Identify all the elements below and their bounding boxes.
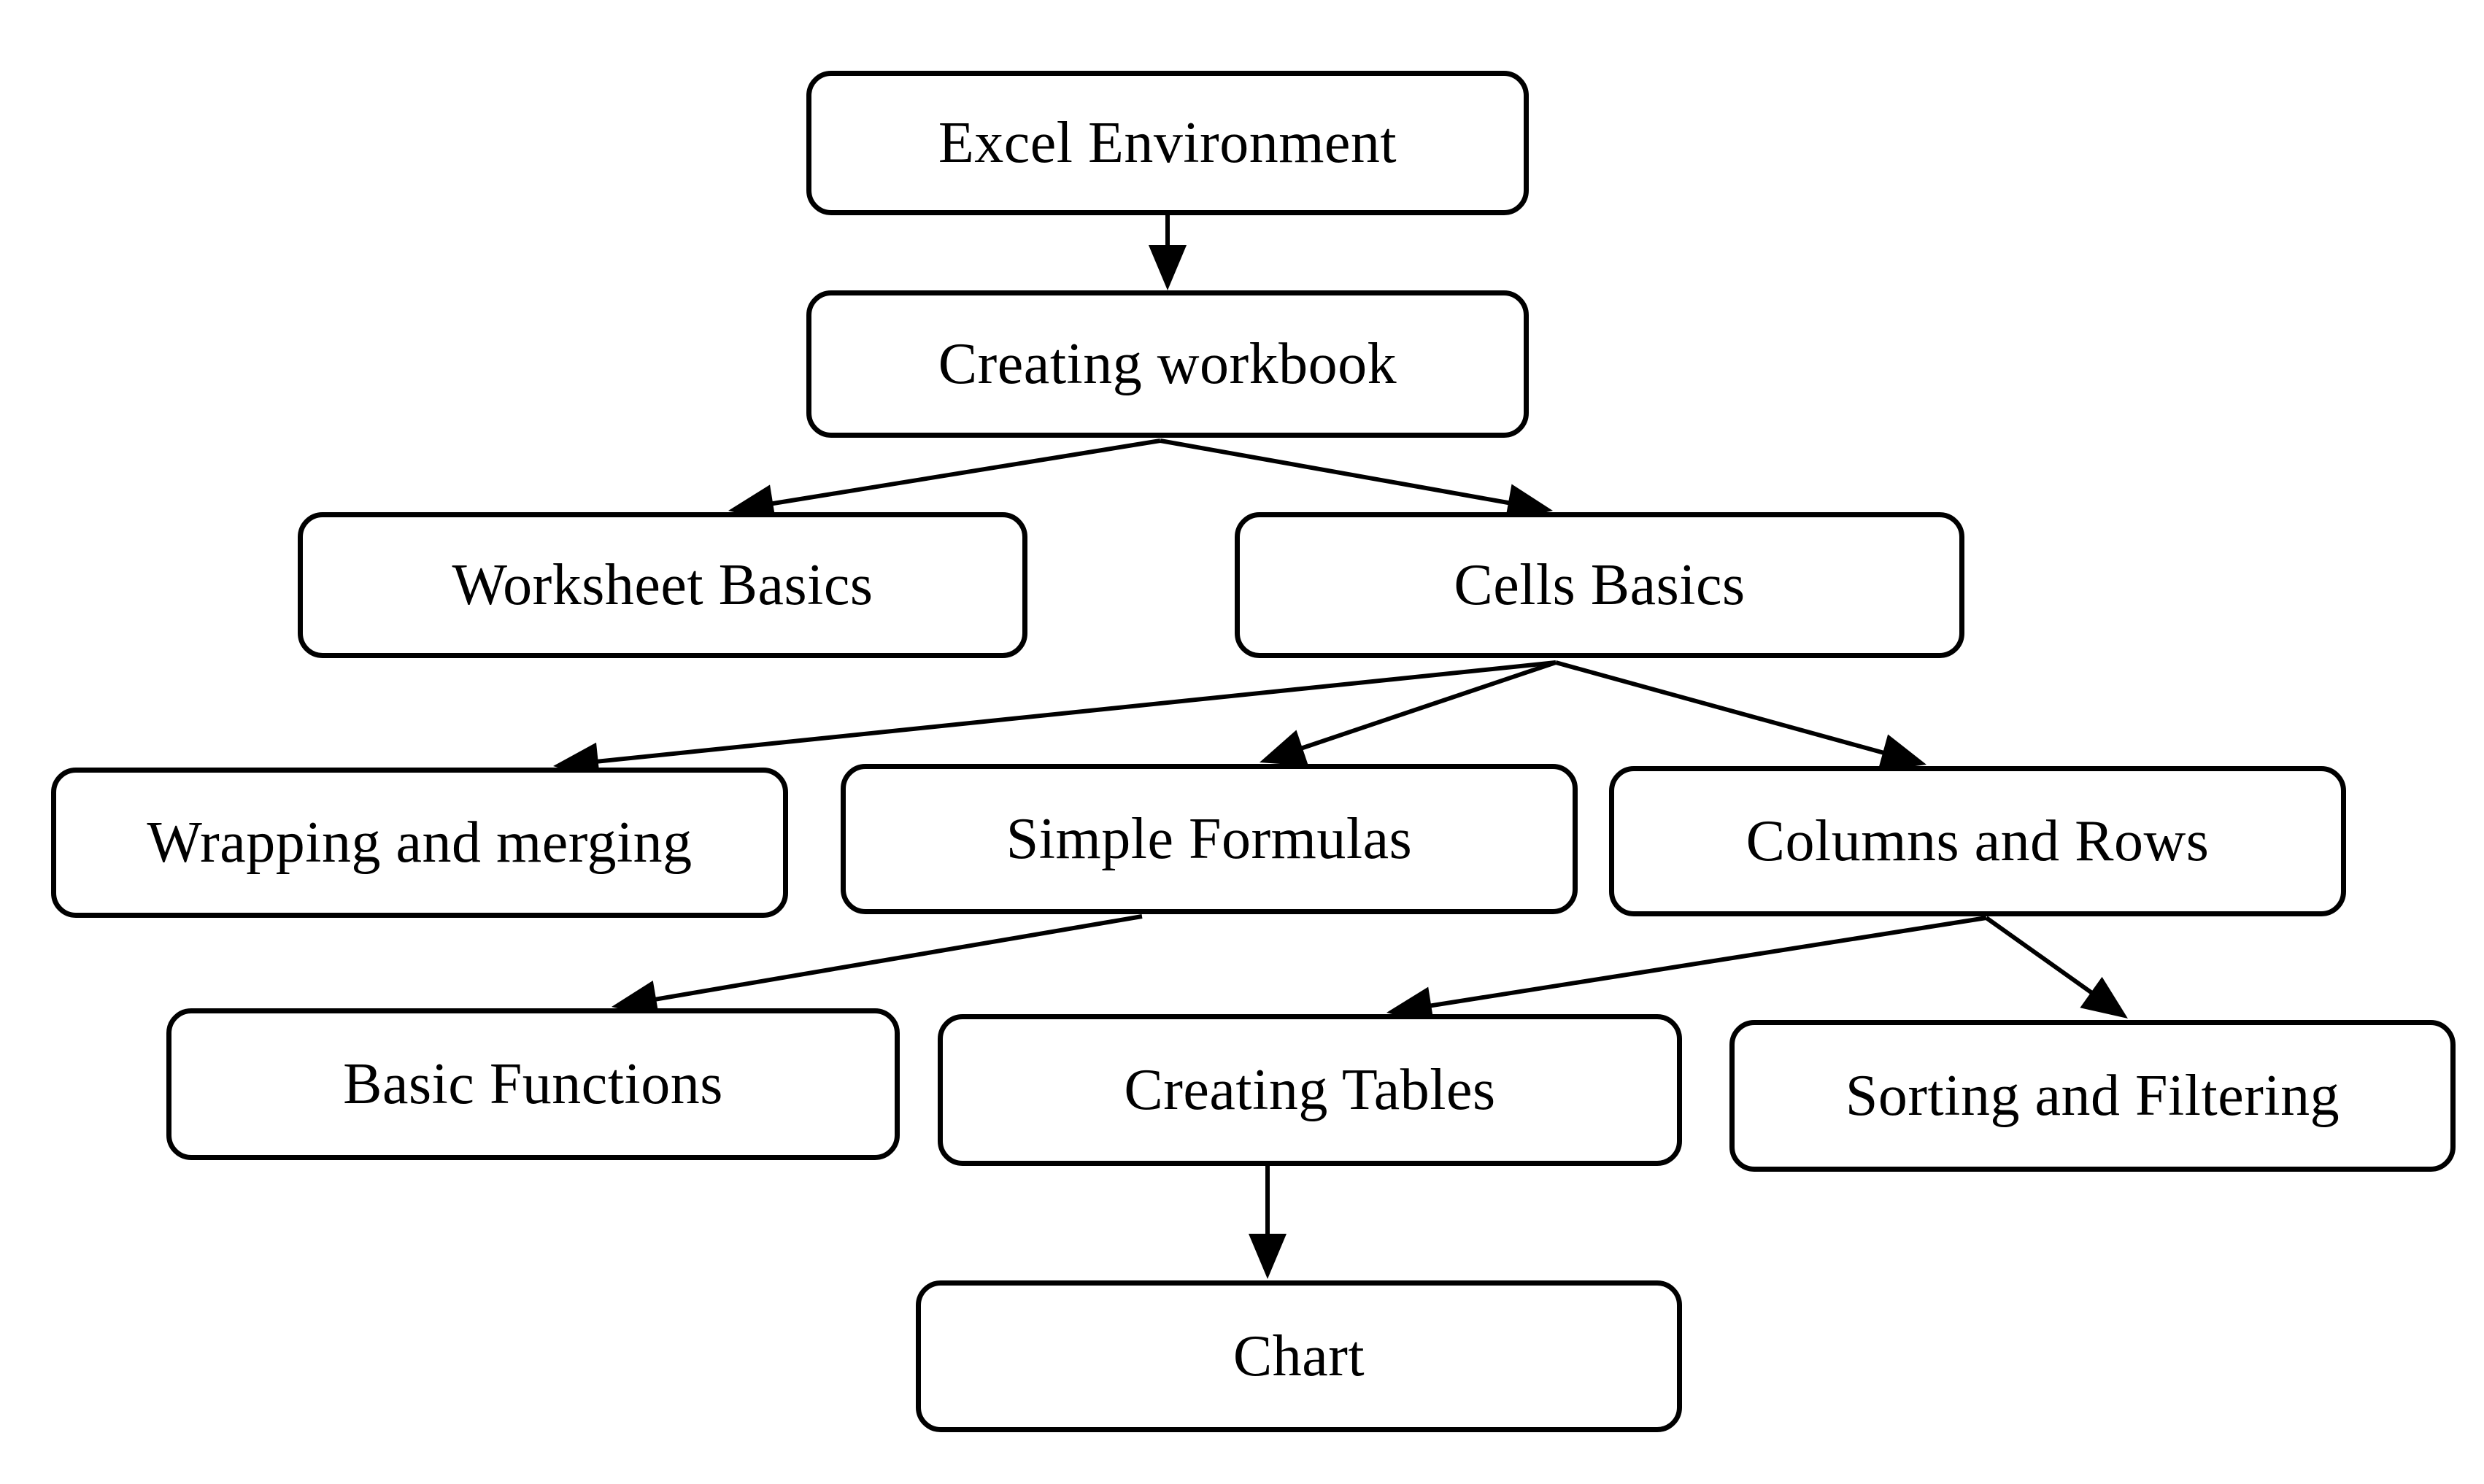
node-label: Wrapping and merging xyxy=(147,811,693,875)
edge-arrowhead-icon xyxy=(1260,730,1309,766)
edge-arrowhead-icon xyxy=(1149,245,1187,290)
node-label: Worksheet Basics xyxy=(452,553,873,617)
node-simple-formulas[interactable]: Simple Formulas xyxy=(841,764,1578,914)
edge-line xyxy=(1296,660,1557,752)
edge-line xyxy=(1985,916,2097,998)
node-sorting-and-filtering[interactable]: Sorting and Filtering xyxy=(1729,1020,2456,1172)
edge-line xyxy=(649,914,1143,1002)
node-label: Excel Environment xyxy=(938,111,1397,175)
edge-line xyxy=(1160,438,1515,506)
node-label: Creating workbook xyxy=(938,332,1397,396)
node-label: Cells Basics xyxy=(1454,553,1746,617)
node-wrapping-and-merging[interactable]: Wrapping and merging xyxy=(51,768,788,918)
edge-line xyxy=(1424,916,1987,1009)
node-label: Simple Formulas xyxy=(1006,807,1413,871)
edge-line xyxy=(1555,660,1889,757)
node-worksheet-basics[interactable]: Worksheet Basics xyxy=(298,512,1027,658)
node-basic-functions[interactable]: Basic Functions xyxy=(166,1008,900,1160)
edge-arrowhead-icon xyxy=(2080,976,2128,1019)
edge-line xyxy=(766,438,1161,507)
node-columns-and-rows[interactable]: Columns and Rows xyxy=(1609,766,2346,916)
node-cells-basics[interactable]: Cells Basics xyxy=(1235,512,1964,658)
node-label: Columns and Rows xyxy=(1746,809,2210,873)
edge-arrowhead-icon xyxy=(1249,1234,1287,1279)
node-label: Sorting and Filtering xyxy=(1845,1064,2340,1128)
node-creating-workbook[interactable]: Creating workbook xyxy=(806,290,1529,438)
node-label: Chart xyxy=(1233,1324,1365,1388)
node-label: Basic Functions xyxy=(343,1052,723,1116)
node-chart[interactable]: Chart xyxy=(916,1280,1682,1432)
edge-line xyxy=(592,660,1557,765)
node-label: Creating Tables xyxy=(1124,1058,1496,1122)
node-excel-environment[interactable]: Excel Environment xyxy=(806,71,1529,215)
node-creating-tables[interactable]: Creating Tables xyxy=(938,1014,1682,1166)
